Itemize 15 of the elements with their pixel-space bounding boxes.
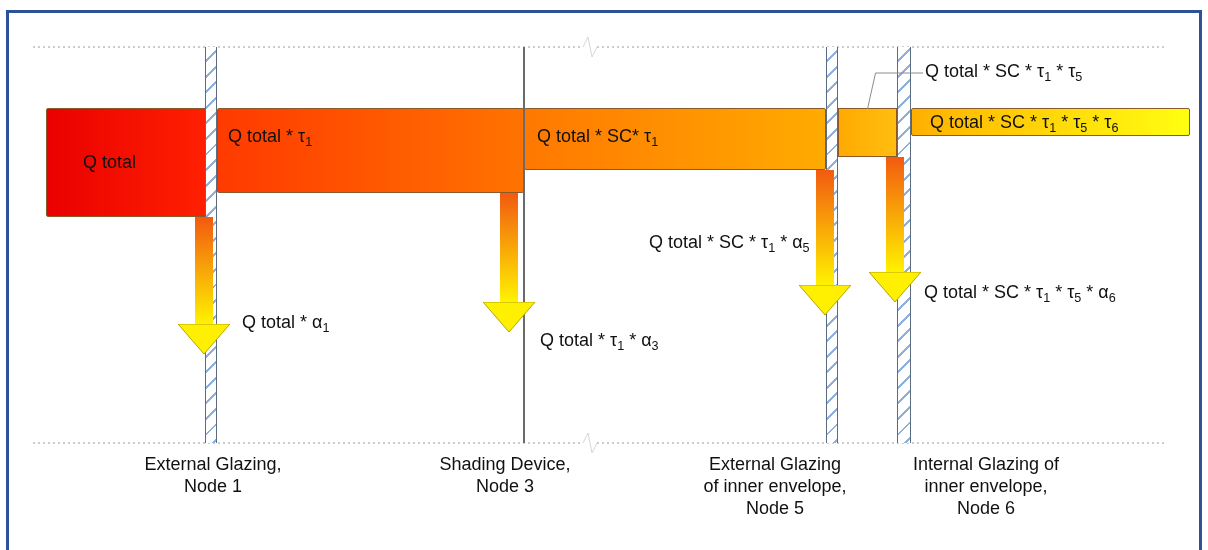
heat-flow-band [838,108,897,157]
shading-device-line [523,47,525,443]
heat-flow-band [46,108,207,217]
layer-label: Internal Glazing of inner envelope, Node 6 [911,453,1061,519]
layer-label: External Glazing, Node 1 [143,453,283,497]
layer-label: Shading Device, Node 3 [438,453,572,497]
heat-flow-band [911,108,1190,136]
layer-label: External Glazing of inner envelope, Node 5 [702,453,848,519]
flow-label: Q total * SC * τ$_{1}$ * τ$_{5}$ [925,60,1083,82]
flow-label: Q total * SC * τ$_{1}$ * τ$_{5}$ * τ$_{6}$ [930,111,1119,133]
heat-flow-band [217,108,524,193]
flow-label: Q total * τ$_{1}$ [228,125,313,147]
flow-label: Q total [83,151,137,173]
heat-flow-band [524,108,826,170]
flow-label: Q total * SC* τ$_{1}$ [537,125,659,147]
